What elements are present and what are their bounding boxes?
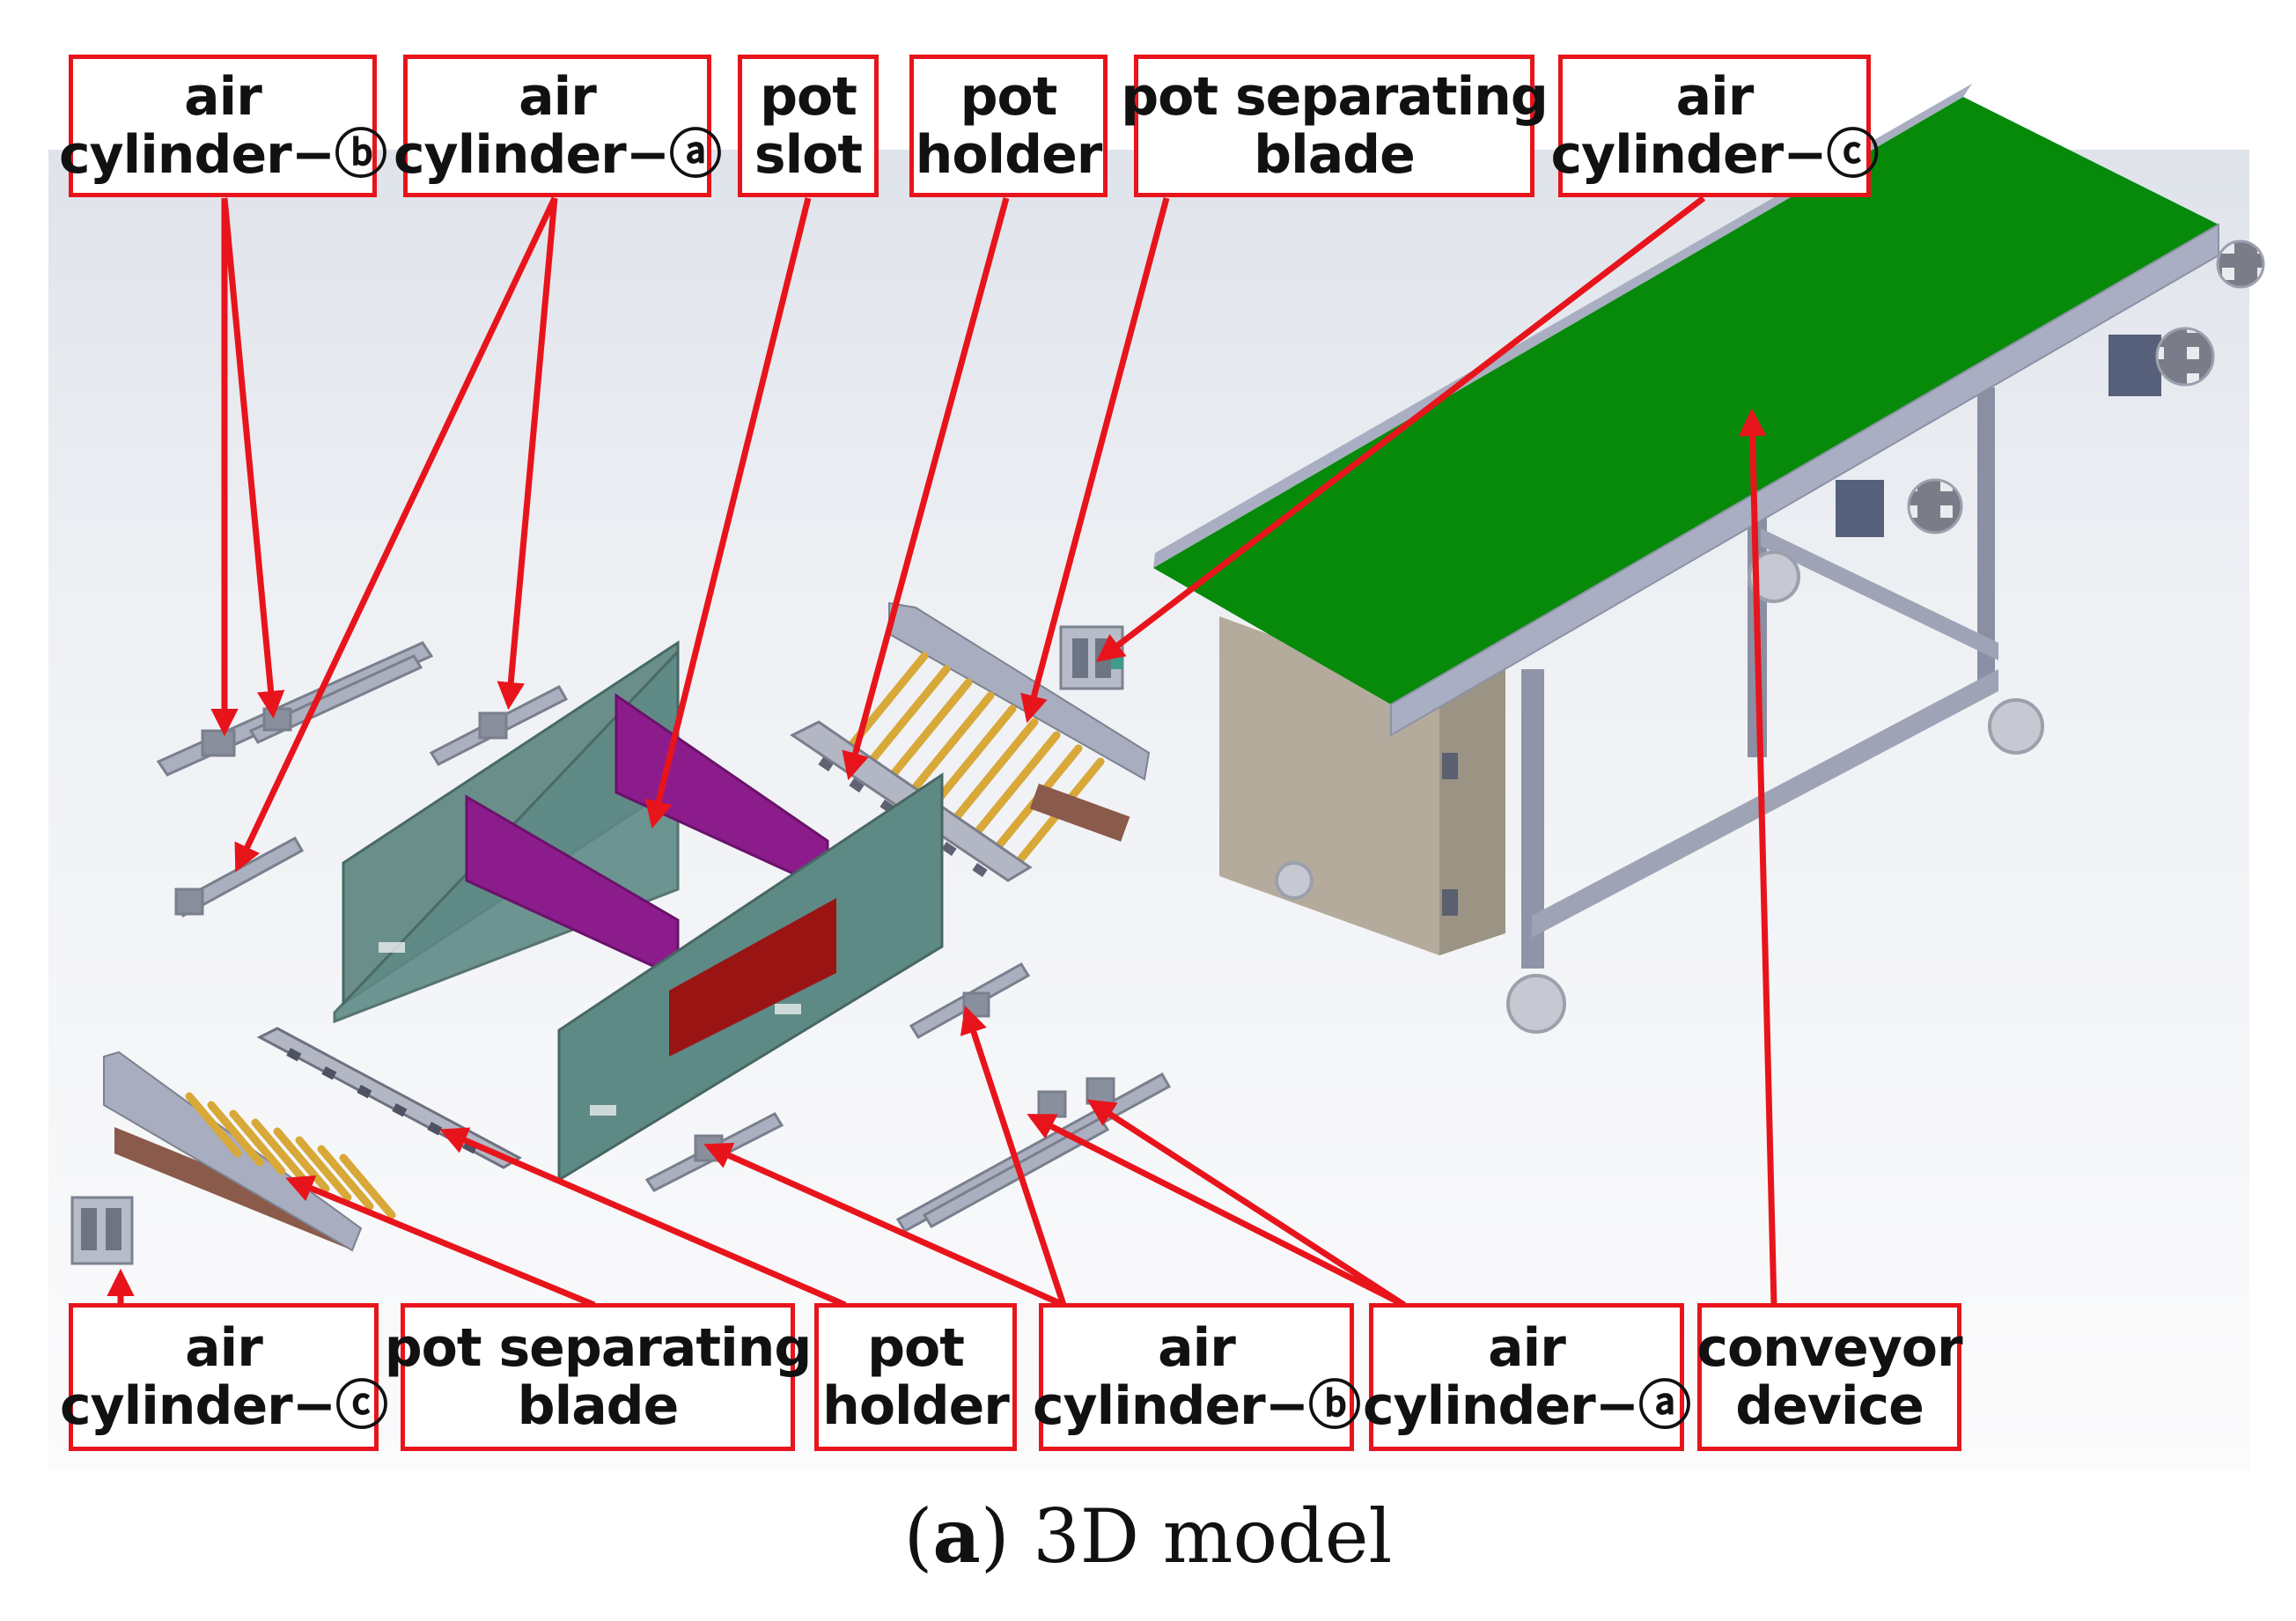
figure-caption: (a) 3D model bbox=[903, 1492, 1393, 1580]
label-line: air bbox=[184, 66, 262, 128]
label-line: cylinder−ⓑ bbox=[58, 124, 387, 186]
label-line: cylinder−ⓐ bbox=[393, 124, 722, 186]
label-air-cylinder-b-top: air cylinder−ⓑ bbox=[59, 55, 387, 197]
label-air-cylinder-c-top: air cylinder−ⓒ bbox=[1550, 55, 1880, 197]
air-cylinder-c-part bbox=[70, 1196, 134, 1265]
air-cylinder-parts bbox=[156, 641, 1172, 1233]
label-line: blade bbox=[517, 1375, 680, 1437]
conveyor-far-rail bbox=[1153, 84, 1972, 568]
arrow-top-slot bbox=[644, 197, 812, 829]
arrow-bot-air-a-2 bbox=[1086, 1099, 1406, 1308]
drive-motor bbox=[1836, 480, 1884, 537]
label-pot-holder-top: pot holder bbox=[909, 55, 1108, 197]
conveyor-device bbox=[1153, 84, 2265, 1034]
air-cylinder-c-part bbox=[1059, 625, 1124, 690]
caption-text: 3D model bbox=[1009, 1493, 1393, 1580]
label-line: cylinder−ⓒ bbox=[1550, 124, 1879, 186]
label-line: pot bbox=[760, 66, 857, 128]
label-line: cylinder−ⓑ bbox=[1032, 1375, 1361, 1437]
drive-gear bbox=[1907, 478, 1963, 534]
label-line: slot bbox=[754, 124, 863, 186]
label-line: device bbox=[1735, 1375, 1924, 1437]
conveyor-leg bbox=[1977, 387, 1995, 691]
cabinet-hinge bbox=[1442, 753, 1458, 779]
conveyor-cabinet bbox=[1219, 616, 1439, 955]
arrow-bot-blade bbox=[285, 1175, 596, 1308]
arrow-bot-air-a-1 bbox=[1027, 1113, 1406, 1308]
label-line: pot separating bbox=[384, 1317, 813, 1379]
conveyor-cabinet-side bbox=[1439, 669, 1505, 955]
arrow-bot-air-b-1 bbox=[703, 1142, 1065, 1308]
label-line: conveyor bbox=[1696, 1317, 1962, 1379]
arrow-top-air-c bbox=[1095, 195, 1706, 662]
drive-gear bbox=[2216, 239, 2265, 289]
label-pot-separating-blade-top: pot separating blade bbox=[1121, 55, 1549, 197]
label-line: air bbox=[1675, 66, 1755, 128]
label-air-cylinder-c-bottom: air cylinder−ⓒ bbox=[60, 1303, 388, 1451]
label-line: pot bbox=[867, 1317, 965, 1379]
arrow-bot-holder bbox=[439, 1127, 847, 1308]
arrow-top-air-a-2 bbox=[234, 196, 558, 873]
arrow-bot-conveyor bbox=[1738, 408, 1777, 1306]
label-line: holder bbox=[822, 1375, 1010, 1437]
label-conveyor-device-bottom: conveyor device bbox=[1696, 1303, 1963, 1451]
cabinet-hinge bbox=[1442, 889, 1458, 916]
label-line: cylinder−ⓐ bbox=[1362, 1375, 1691, 1437]
arrow-top-air-a-1 bbox=[497, 197, 558, 711]
drive-gear bbox=[2155, 327, 2215, 387]
label-line: blade bbox=[1254, 124, 1416, 186]
label-line: pot bbox=[960, 66, 1058, 128]
drive-motor bbox=[2108, 335, 2161, 396]
callout-arrows bbox=[107, 195, 1777, 1308]
caption-letter: a bbox=[932, 1492, 981, 1580]
arrow-bot-air-b-2 bbox=[960, 1006, 1067, 1307]
label-line: pot separating bbox=[1121, 66, 1549, 128]
pot-slot-frame bbox=[333, 640, 944, 1183]
label-line: air bbox=[1488, 1317, 1566, 1379]
conveyor-crossbar bbox=[1761, 528, 1998, 660]
label-line: air bbox=[185, 1317, 263, 1379]
red-plate bbox=[669, 898, 836, 1057]
label-pot-holder-bottom: pot holder bbox=[814, 1303, 1017, 1451]
arrow-top-blade bbox=[1020, 197, 1170, 724]
conveyor-wheels bbox=[1275, 550, 2044, 1034]
label-line: air bbox=[1158, 1317, 1236, 1379]
label-line: cylinder−ⓒ bbox=[59, 1375, 388, 1437]
label-air-cylinder-a-top: air cylinder−ⓐ bbox=[394, 55, 722, 197]
label-air-cylinder-b-bottom: air cylinder−ⓑ bbox=[1033, 1303, 1361, 1451]
label-air-cylinder-a-bottom: air cylinder−ⓐ bbox=[1363, 1303, 1691, 1451]
arrow-top-holder bbox=[842, 197, 1010, 781]
conveyor-belt bbox=[1153, 97, 2219, 704]
label-pot-slot-top: pot slot bbox=[738, 55, 879, 197]
conveyor-crossbar bbox=[1532, 669, 1998, 938]
label-pot-separating-blade-bottom: pot separating blade bbox=[385, 1303, 812, 1451]
label-line: air bbox=[519, 66, 597, 128]
arrow-top-air-b-2 bbox=[221, 197, 285, 719]
label-line: holder bbox=[915, 124, 1103, 186]
